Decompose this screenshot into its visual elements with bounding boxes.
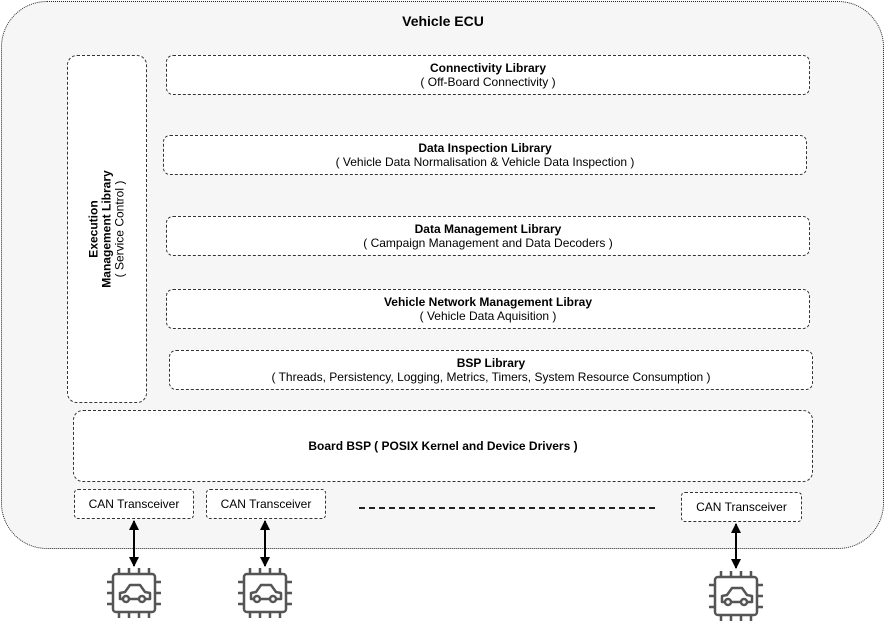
connectivity-library-box: Connectivity Library ( Off-Board Connect… [166, 55, 810, 95]
layer-title: Connectivity Library [429, 61, 547, 75]
board-bsp-box: Board BSP ( POSIX Kernel and Device Driv… [73, 410, 813, 482]
layer-title: Vehicle Network Management Libray [383, 295, 593, 309]
vehicle-chip-icon [707, 569, 765, 623]
bsp-library-box: BSP Library ( Threads, Persistency, Logg… [169, 350, 813, 390]
can-transceiver-1: CAN Transceiver [74, 489, 194, 519]
board-bsp-label: Board BSP ( POSIX Kernel and Device Driv… [308, 439, 578, 453]
data-inspection-library-box: Data Inspection Library ( Vehicle Data N… [163, 135, 807, 175]
ellipsis-dashed-line [359, 507, 655, 509]
data-management-library-box: Data Management Library ( Campaign Manag… [166, 216, 810, 256]
can-transceiver-2: CAN Transceiver [206, 489, 326, 519]
execution-management-library-box [67, 55, 147, 403]
layer-subtitle: ( Off-Board Connectivity ) [420, 75, 556, 89]
layer-subtitle: ( Vehicle Data Normalisation & Vehicle D… [335, 155, 635, 169]
layer-subtitle: ( Campaign Management and Data Decoders … [363, 236, 613, 250]
vehicle-chip-icon [105, 566, 163, 620]
can-transceiver-3: CAN Transceiver [681, 492, 802, 522]
ecu-title: Vehicle ECU [402, 13, 484, 29]
vehicle-network-management-library-box: Vehicle Network Management Libray ( Vehi… [166, 289, 810, 329]
layer-title: Data Inspection Library [418, 141, 552, 155]
layer-title: Data Management Library [414, 222, 562, 236]
layer-title: BSP Library [456, 356, 526, 370]
vehicle-chip-icon [236, 566, 294, 620]
layer-subtitle: ( Vehicle Data Aquisition ) [419, 309, 557, 323]
layer-subtitle: ( Threads, Persistency, Logging, Metrics… [271, 370, 711, 384]
